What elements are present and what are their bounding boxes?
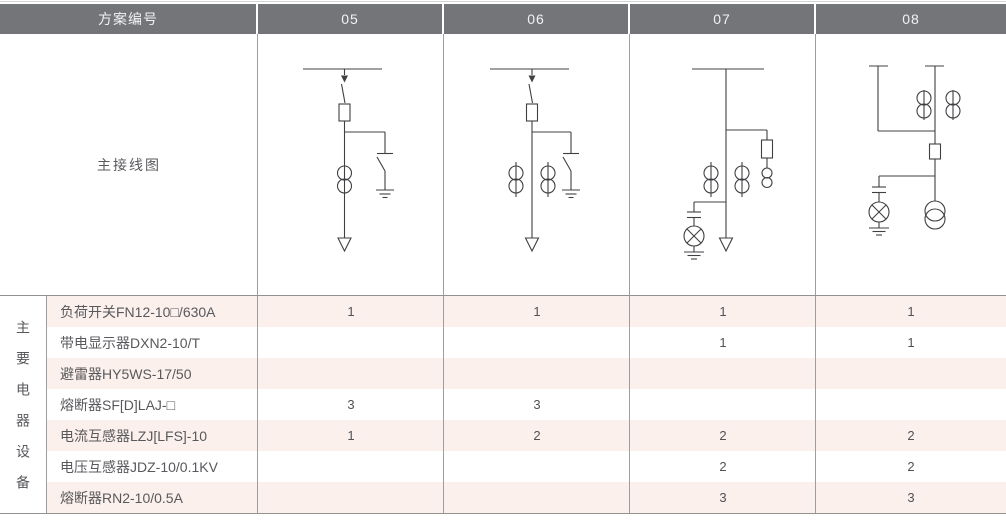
qty-05 bbox=[258, 482, 444, 513]
qty-07: 1 bbox=[719, 304, 727, 319]
qty-08: 1 bbox=[907, 304, 915, 319]
qty-05 bbox=[258, 451, 444, 482]
fuse-icon bbox=[760, 139, 774, 159]
equipment-name: 避雷器HY5WS-17/50 bbox=[60, 365, 192, 382]
load-switch-icon bbox=[528, 69, 536, 104]
equipment-name: 电压互感器JDZ-10/0.1KV bbox=[60, 458, 218, 475]
qty-08: 3 bbox=[907, 490, 915, 505]
qty-07: 2 bbox=[719, 428, 727, 443]
table-row: 熔断器RN2-10/0.5A 3 3 bbox=[46, 482, 1006, 513]
live-display-branch bbox=[868, 175, 935, 236]
ground-icon bbox=[684, 251, 704, 260]
qty-08: 2 bbox=[907, 428, 915, 443]
current-transformer-icon bbox=[945, 90, 961, 120]
qty-07 bbox=[630, 389, 816, 420]
pt-branch bbox=[726, 129, 774, 189]
equipment-group-cell: 主要电器设备 bbox=[0, 296, 46, 513]
table-row: 电流互感器LZJ[LFS]-10 1 2 2 2 bbox=[46, 420, 1006, 451]
header-scheme-08: 08 bbox=[816, 4, 1006, 34]
qty-05 bbox=[258, 327, 444, 358]
wiring-diagram-08 bbox=[868, 65, 961, 236]
table-row: 电压互感器JDZ-10/0.1KV 2 2 bbox=[46, 451, 1006, 482]
wiring-diagram-05 bbox=[303, 68, 394, 253]
column-divider bbox=[46, 296, 47, 513]
column-divider bbox=[443, 296, 444, 513]
wiring-diagram-07 bbox=[683, 68, 774, 260]
qty-05: 3 bbox=[347, 397, 355, 412]
qty-06: 2 bbox=[533, 428, 541, 443]
table-row: 避雷器HY5WS-17/50 bbox=[46, 358, 1006, 389]
equipment-name: 带电显示器DXN2-10/T bbox=[60, 334, 201, 351]
live-display-lamp-icon bbox=[683, 225, 705, 247]
ground-icon bbox=[869, 227, 889, 236]
bottom-rule bbox=[0, 513, 1006, 514]
current-transformer-icon bbox=[336, 165, 353, 194]
fuse-icon bbox=[928, 143, 942, 160]
capacitor-icon bbox=[872, 186, 886, 194]
column-divider bbox=[815, 34, 816, 295]
qty-06 bbox=[444, 327, 630, 358]
header-scheme-05: 05 bbox=[258, 4, 442, 34]
live-display-branch bbox=[683, 201, 726, 260]
current-transformer-icon bbox=[540, 162, 556, 197]
current-transformer-icon bbox=[703, 162, 719, 197]
qty-05: 1 bbox=[347, 428, 355, 443]
voltage-transformer-icon bbox=[924, 200, 946, 230]
equipment-name: 电流互感器LZJ[LFS]-10 bbox=[60, 427, 208, 444]
main-wiring-diagram-label: 主接线图 bbox=[97, 156, 161, 173]
top-rule bbox=[0, 1, 1006, 2]
fuse-icon bbox=[525, 103, 539, 122]
column-divider bbox=[443, 34, 444, 295]
qty-06 bbox=[444, 358, 630, 389]
table-row: 带电显示器DXN2-10/T 1 1 bbox=[46, 327, 1006, 358]
voltage-transformer-icon bbox=[761, 167, 773, 189]
qty-05 bbox=[258, 358, 444, 389]
outgoing-arrow-icon bbox=[337, 237, 352, 253]
equipment-name: 熔断器SF[D]LAJ-□ bbox=[60, 396, 176, 413]
qty-06 bbox=[444, 451, 630, 482]
equipment-group-label: 主要电器设备 bbox=[15, 320, 31, 506]
table-header-row: 方案编号 05 06 07 08 bbox=[0, 4, 1006, 34]
equipment-table: 负荷开关FN12-10□/630A 1 1 1 1 带电显示器DXN2-10/T… bbox=[46, 296, 1006, 513]
equipment-name: 熔断器RN2-10/0.5A bbox=[60, 489, 183, 506]
column-divider bbox=[257, 296, 258, 513]
qty-08 bbox=[816, 389, 1006, 420]
qty-07: 1 bbox=[719, 335, 727, 350]
header-scheme-number-label: 方案编号 bbox=[0, 4, 256, 34]
section-divider bbox=[0, 295, 1006, 296]
qty-06 bbox=[444, 482, 630, 513]
current-transformer-icon bbox=[734, 162, 750, 197]
column-divider bbox=[257, 34, 258, 295]
qty-08: 2 bbox=[907, 459, 915, 474]
qty-07: 3 bbox=[719, 490, 727, 505]
qty-06: 1 bbox=[533, 304, 541, 319]
qty-07: 2 bbox=[719, 459, 727, 474]
column-divider bbox=[815, 296, 816, 513]
table-row: 负荷开关FN12-10□/630A 1 1 1 1 bbox=[46, 296, 1006, 327]
capacitor-icon bbox=[687, 211, 701, 219]
qty-06: 3 bbox=[533, 397, 541, 412]
equipment-name: 负荷开关FN12-10□/630A bbox=[60, 303, 216, 320]
fuse-icon bbox=[338, 103, 351, 122]
qty-08: 1 bbox=[907, 335, 915, 350]
qty-07 bbox=[630, 358, 816, 389]
earthing-switch-icon bbox=[344, 131, 394, 199]
header-scheme-06: 06 bbox=[444, 4, 628, 34]
wiring-diagram-06 bbox=[490, 68, 580, 253]
column-divider bbox=[629, 296, 630, 513]
current-transformer-icon bbox=[508, 162, 524, 197]
outgoing-arrow-icon bbox=[524, 237, 540, 253]
header-scheme-07: 07 bbox=[630, 4, 814, 34]
earthing-switch-icon bbox=[532, 131, 580, 199]
qty-08 bbox=[816, 358, 1006, 389]
qty-05: 1 bbox=[347, 304, 355, 319]
table-row: 熔断器SF[D]LAJ-□ 3 3 bbox=[46, 389, 1006, 420]
load-switch-icon bbox=[340, 69, 348, 104]
current-transformer-icon bbox=[916, 90, 932, 120]
outgoing-arrow-icon bbox=[718, 237, 734, 253]
column-divider bbox=[629, 34, 630, 295]
live-display-lamp-icon bbox=[868, 201, 890, 223]
